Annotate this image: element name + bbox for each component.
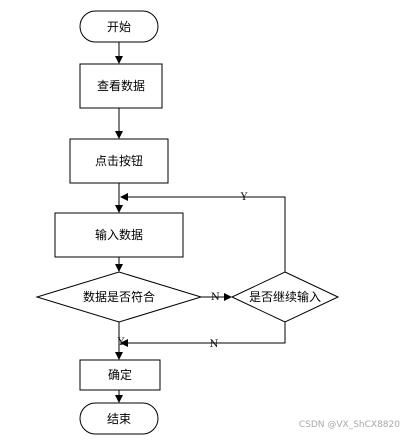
view-data-node: 查看数据 — [79, 63, 163, 109]
end-label: 结束 — [107, 412, 131, 426]
click-button-label: 点击按钮 — [95, 153, 143, 168]
edge-label-continue-yes: Y — [240, 192, 248, 203]
edge-label-continue-no: N — [210, 339, 219, 350]
input-data-node: 输入数据 — [54, 212, 184, 258]
input-data-label: 输入数据 — [95, 227, 143, 242]
data-match-label: 数据是否符合 — [83, 289, 155, 304]
edge-label-match-no: N — [211, 292, 220, 303]
click-button-node: 点击按钮 — [69, 138, 169, 184]
start-node: 开始 — [79, 10, 159, 43]
continue-input-decision: 是否继续输入 — [230, 271, 340, 323]
continue-input-label: 是否继续输入 — [249, 289, 321, 304]
data-match-decision: 数据是否符合 — [35, 271, 203, 323]
confirm-label: 确定 — [108, 367, 132, 382]
watermark-text: CSDN @VX_ShCX8820 — [298, 420, 400, 430]
edge-continue-yes — [120, 193, 286, 272]
confirm-node: 确定 — [79, 359, 161, 391]
start-label: 开始 — [107, 20, 131, 34]
edge-label-match-yes: Y — [117, 337, 125, 348]
end-node: 结束 — [79, 402, 159, 435]
view-data-label: 查看数据 — [97, 78, 145, 93]
edge-continue-no — [120, 322, 286, 347]
